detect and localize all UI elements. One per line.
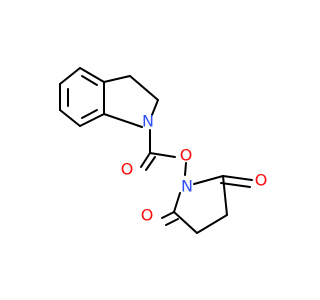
- molecule-structure: N O O N O O: [59, 67, 268, 234]
- carbonyl-ester-bond: [149, 152, 176, 158]
- pyrroline-ring: [103, 75, 159, 128]
- ester-n-bond: [184, 162, 187, 176]
- atom-o-imide-left: O: [141, 206, 154, 225]
- atom-o-carbonyl: O: [121, 160, 134, 179]
- atom-n-indoline: N: [142, 112, 154, 131]
- benzene-ring: [59, 67, 105, 127]
- carbonyl-double-bond: [140, 152, 151, 168]
- atom-o-imide-right: O: [255, 171, 268, 190]
- atom-n-succinimide: N: [181, 177, 193, 196]
- succinimide-ring: [161, 175, 253, 234]
- atom-o-ester: O: [180, 146, 193, 165]
